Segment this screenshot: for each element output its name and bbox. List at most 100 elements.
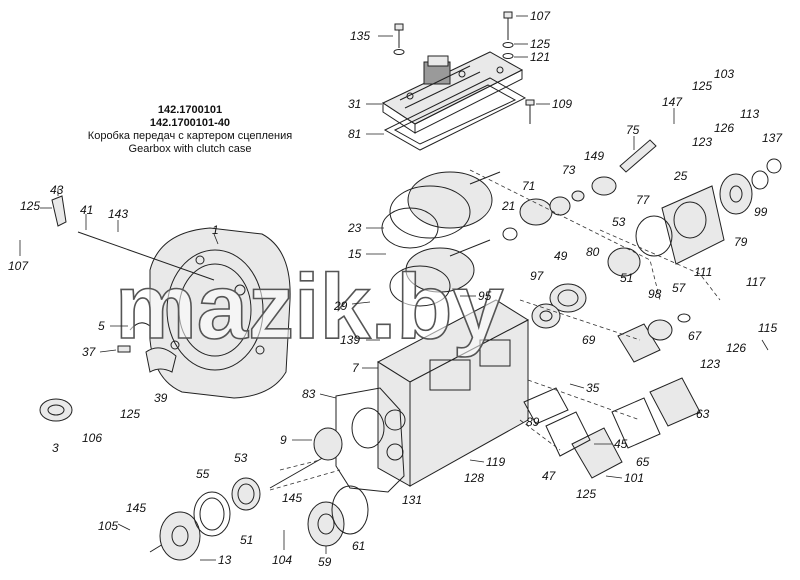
callout-135: 135: [350, 29, 370, 43]
callout-105: 105: [98, 519, 118, 533]
callout-113: 113: [740, 107, 759, 121]
part-number-1: 142.1700101: [158, 104, 222, 116]
callout-125-top: 125: [530, 37, 550, 51]
callout-99: 99: [754, 205, 768, 219]
part-number-2: 142.1700101-40: [150, 117, 230, 129]
callout-131: 131: [402, 493, 422, 507]
callout-80: 80: [586, 245, 600, 259]
callout-106: 106: [82, 431, 102, 445]
callout-61: 61: [352, 539, 365, 553]
seal-49: [549, 283, 587, 313]
callout-37: 37: [82, 345, 97, 359]
top-bolts: [393, 11, 535, 124]
callout-123-right: 123: [700, 357, 720, 371]
callout-107-top: 107: [530, 9, 551, 23]
watermark-text: mazik.by: [115, 256, 504, 358]
callout-128: 128: [464, 471, 484, 485]
callout-41: 41: [80, 203, 93, 217]
callout-123-ur: 123: [692, 135, 712, 149]
callout-9: 9: [280, 433, 287, 447]
callout-107-left: 107: [8, 259, 29, 273]
callout-31: 31: [348, 97, 361, 111]
input-shaft-9: [269, 427, 343, 489]
gasket-83: [335, 387, 405, 493]
callout-43: 43: [50, 183, 64, 197]
fork-39: [117, 322, 177, 373]
callout-51-lower: 51: [240, 533, 253, 547]
assembly-lines: [269, 169, 721, 491]
callout-101: 101: [624, 471, 644, 485]
callout-1: 1: [212, 223, 219, 237]
callout-55: 55: [196, 467, 210, 481]
callout-77: 77: [636, 193, 651, 207]
callouts: 135 107 125 121 31 109 81 103 125 147 11…: [8, 9, 783, 569]
callout-67: 67: [688, 329, 703, 343]
callout-125-ur: 125: [692, 79, 712, 93]
callout-3: 3: [52, 441, 59, 455]
callout-111: 111: [694, 265, 712, 279]
callout-125-bottom: 125: [576, 487, 596, 501]
shaft-75: [619, 139, 657, 173]
callout-143: 143: [108, 207, 128, 221]
callout-71: 71: [522, 179, 535, 193]
callout-126-ur: 126: [714, 121, 734, 135]
callout-115: 115: [758, 321, 777, 335]
callout-89: 89: [526, 415, 540, 429]
callout-137: 137: [762, 131, 783, 145]
gearbox-case-7: [376, 299, 530, 487]
flange-13: [149, 511, 201, 561]
callout-109: 109: [552, 97, 572, 111]
cover-59: [307, 485, 369, 547]
gasket-81: [383, 77, 527, 151]
callout-145-left: 145: [126, 501, 146, 515]
callout-69: 69: [582, 333, 596, 347]
top-cover-31: [381, 51, 524, 134]
callout-63: 63: [696, 407, 710, 421]
release-bearing-3: [39, 398, 73, 422]
callout-126-right: 126: [726, 341, 746, 355]
callout-49: 49: [554, 249, 568, 263]
callout-47: 47: [542, 469, 557, 483]
callout-83: 83: [302, 387, 316, 401]
callout-121: 121: [530, 50, 550, 64]
callout-149: 149: [584, 149, 604, 163]
release-shaft-41: [51, 195, 215, 281]
callout-147: 147: [662, 95, 683, 109]
callout-103: 103: [714, 67, 734, 81]
callout-53-lower: 53: [234, 451, 248, 465]
callout-97: 97: [530, 269, 545, 283]
callout-125-lower: 125: [120, 407, 140, 421]
rear-housing-79: [661, 158, 782, 265]
intermediate-shaft-15: [389, 239, 491, 307]
gear-set-upper: [502, 176, 617, 241]
gasket-55: [193, 491, 231, 537]
callout-45: 45: [614, 437, 628, 451]
callout-39: 39: [154, 391, 168, 405]
callout-5: 5: [98, 319, 105, 333]
callout-145-right: 145: [282, 491, 302, 505]
main-shaft-23: [381, 171, 501, 249]
callout-139: 139: [340, 333, 360, 347]
callout-29: 29: [333, 299, 348, 313]
pto-cover-69: [617, 313, 691, 363]
title-english: Gearbox with clutch case: [129, 143, 252, 155]
cover-53-upper: [607, 215, 673, 277]
callout-117: 117: [746, 275, 766, 289]
callout-21: 21: [501, 199, 515, 213]
callout-98: 98: [648, 287, 662, 301]
callout-73: 73: [562, 163, 576, 177]
clutch-housing-1: [149, 227, 291, 399]
callout-13: 13: [218, 553, 232, 567]
seal-53: [231, 477, 261, 511]
title-russian: Коробка передач с картером сцепления: [88, 130, 292, 142]
callout-95: 95: [478, 289, 492, 303]
callout-35: 35: [586, 381, 600, 395]
callout-23: 23: [347, 221, 362, 235]
callout-25: 25: [673, 169, 688, 183]
callout-57: 57: [672, 281, 687, 295]
cover-63: [611, 377, 701, 449]
cover-45: [523, 387, 623, 479]
callout-125-left: 125: [20, 199, 40, 213]
callout-81: 81: [348, 127, 361, 141]
